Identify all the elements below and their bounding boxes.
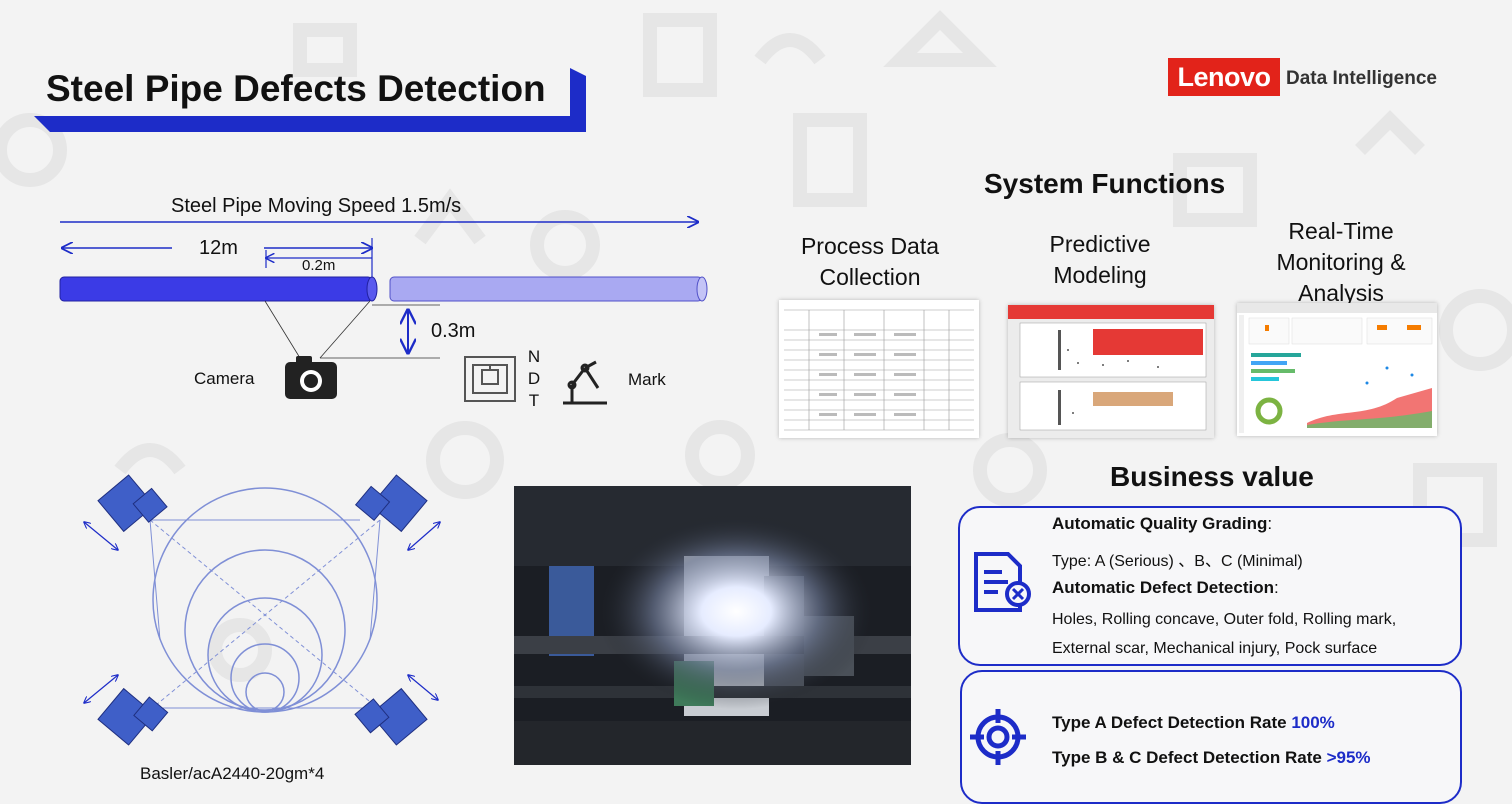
- camera-unit-bottom-left: [97, 687, 169, 746]
- camera-arrangement-diagram: [70, 474, 460, 746]
- background-pattern: [0, 10, 1512, 682]
- title-underline-shape: [34, 68, 586, 132]
- type-a-rate: Type A Defect Detection Rate 100%: [1052, 713, 1335, 732]
- steel-pipe-1: [59, 276, 373, 302]
- camera-unit-top-left: [97, 474, 168, 533]
- camera-label: Camera: [194, 369, 255, 388]
- system-functions-title: System Functions: [984, 168, 1226, 199]
- defect-types-line-1: Holes, Rolling concave, Outer fold, Roll…: [1052, 611, 1397, 628]
- steel-pipe-2: [389, 276, 703, 302]
- length-label: 12m: [199, 237, 238, 259]
- camera-unit-top-right: [354, 474, 428, 533]
- target-icon: [970, 709, 1026, 765]
- height-label: 0.3m: [431, 320, 476, 342]
- monitoring-dashboard-thumbnail: [1237, 303, 1437, 436]
- business-value-card-rates: [960, 670, 1462, 804]
- type-bc-rate: Type B & C Defect Detection Rate >95%: [1052, 748, 1371, 767]
- predictive-chart-thumbnail: [1008, 305, 1214, 438]
- business-value-card-features: [958, 506, 1462, 666]
- logo-subtitle: Data Intelligence: [1286, 68, 1437, 89]
- camera-model-label: Basler/acA2440-20gm*4: [140, 764, 325, 783]
- quality-grading-heading: Automatic Quality Grading:: [1052, 514, 1273, 533]
- quality-grading-types: Type: A (Serious) 、B、C (Minimal): [1052, 553, 1303, 570]
- document-check-icon: [974, 552, 1031, 612]
- lenovo-logo: Lenovo: [1168, 58, 1280, 96]
- process-data-table-thumbnail: [779, 300, 979, 438]
- defect-types-line-2: External scar, Mechanical injury, Pock s…: [1052, 640, 1378, 657]
- camera-icon: [285, 356, 337, 399]
- page-title: Steel Pipe Defects Detection: [46, 68, 546, 109]
- robot-arm-icon: [563, 360, 607, 405]
- factory-photo: [514, 486, 911, 765]
- business-value-title: Business value: [1110, 461, 1314, 492]
- gap-label: 0.2m: [302, 257, 336, 274]
- defect-detection-heading: Automatic Defect Detection:: [1052, 578, 1279, 597]
- mark-label: Mark: [628, 370, 666, 389]
- ndt-machine-icon: [464, 356, 516, 402]
- speed-label: Steel Pipe Moving Speed 1.5m/s: [171, 195, 462, 217]
- pipe-diagram: [59, 210, 708, 405]
- camera-unit-bottom-right: [354, 687, 428, 746]
